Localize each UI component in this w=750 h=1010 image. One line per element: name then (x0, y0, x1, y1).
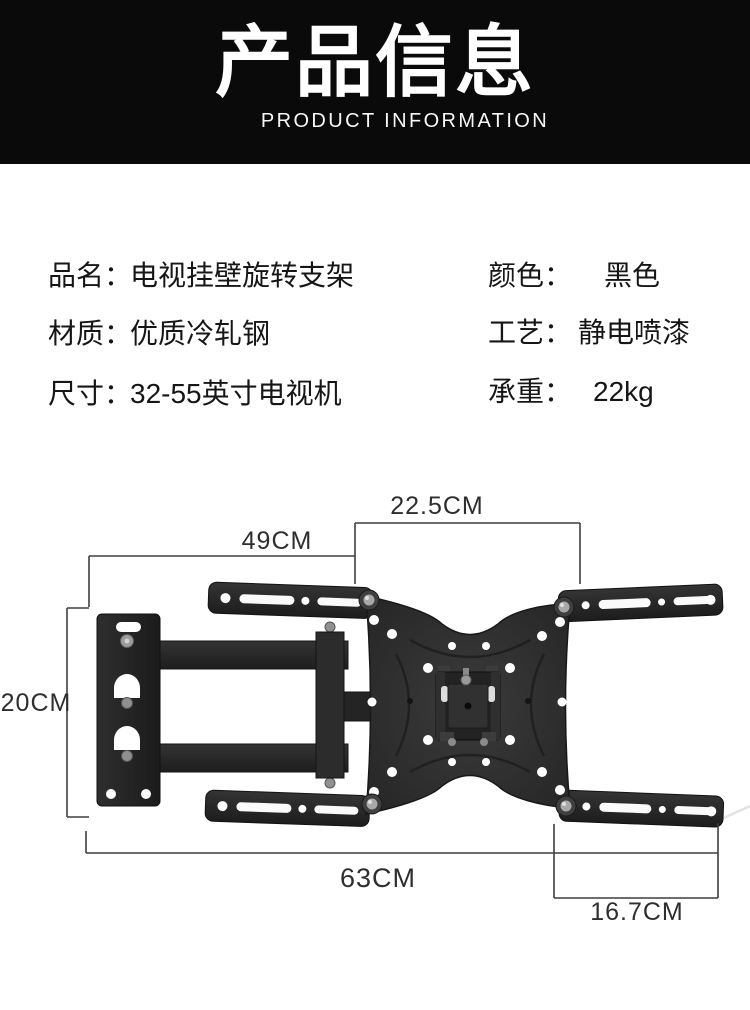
page-subtitle: PRODUCT INFORMATION (260, 109, 550, 132)
pivot-screw (358, 589, 380, 611)
spec-label: 材质： (48, 318, 133, 349)
tv-bracket-arm-upper-right (557, 583, 724, 623)
tilt-bracket (435, 666, 501, 746)
dim-line-arm-reach (88, 555, 355, 607)
arch-cutout (114, 674, 140, 698)
upper-arm-bar (127, 640, 349, 670)
arm-hole (581, 601, 590, 610)
arm-slot (239, 594, 295, 605)
wall-plate (96, 613, 161, 807)
spec-label: 品名： (48, 260, 133, 291)
arm-hole (217, 801, 228, 812)
screw (121, 697, 133, 709)
spec-row-size: 尺寸：32-55英寸电视机 (48, 377, 342, 411)
spec-value: 22kg (593, 376, 654, 407)
tv-mount-illustration (96, 581, 750, 828)
spec-value: 静电喷漆 (578, 317, 691, 348)
articulating-arm (127, 621, 387, 789)
arm-hole (301, 596, 310, 605)
tv-bracket-arm-lower-left (204, 789, 371, 827)
dimension-lines (66, 522, 719, 899)
arm-hole (658, 805, 666, 813)
dim-line-plate-height (66, 607, 89, 818)
tv-bracket-arm-upper-left (207, 581, 374, 619)
keyhole-slot (116, 622, 141, 632)
bracket-flange (436, 672, 445, 740)
arm-hole (298, 804, 307, 813)
screw (460, 674, 472, 686)
dim-label-arm-reach: 49CM (242, 527, 313, 555)
link-bar (315, 631, 345, 779)
spec-row-load: 承重： 22kg (488, 375, 654, 409)
product-diagram: 22.5CM 49CM 20CM 63CM 16.7CM (1, 492, 750, 926)
spec-value: 电视挂壁旋转支架 (130, 260, 355, 291)
spec-value: 黑色 (604, 260, 661, 291)
screw (480, 738, 488, 746)
dim-label-total-width: 63CM (340, 863, 416, 893)
arm-hole (706, 806, 717, 817)
screw (324, 621, 336, 633)
spec-label: 工艺： (488, 317, 573, 348)
bracket-flange (491, 672, 500, 740)
arm-slot (317, 597, 362, 607)
spec-label: 尺寸： (48, 378, 133, 409)
page-title: 产品信息 (214, 18, 535, 106)
tv-bracket-arm-lower-right (558, 789, 725, 828)
bracket-slot (441, 686, 448, 702)
dim-label-top-plate-width: 22.5CM (390, 492, 484, 520)
clip (440, 732, 454, 741)
arm-slot (674, 806, 715, 816)
arm-slot (598, 598, 651, 610)
bracket-slot (488, 686, 495, 702)
pivot-screw (553, 596, 575, 618)
header-banner: 产品信息 PRODUCT INFORMATION (0, 0, 750, 164)
pivot-screws (358, 589, 577, 817)
spec-row-product-name: 品名：电视挂壁旋转支架 (48, 259, 354, 293)
screw (121, 750, 133, 762)
pivot-screw (555, 795, 577, 817)
spec-row-color: 颜色： 黑色 (488, 259, 660, 293)
arm-slot (599, 802, 652, 814)
spec-value: 32-55英寸电视机 (130, 378, 342, 409)
spec-label: 承重： (488, 376, 573, 407)
spec-row-material: 材质：优质冷轧钢 (48, 317, 270, 351)
screw (324, 777, 336, 789)
small-hole (525, 698, 531, 704)
arm-slot (236, 802, 292, 813)
screw (448, 738, 456, 746)
pivot-screw (361, 793, 383, 815)
vesa-plate (358, 589, 577, 817)
arm-hole (658, 598, 666, 606)
clip (486, 666, 498, 676)
mounting-hole (106, 789, 116, 799)
arm-hole (705, 594, 716, 605)
dim-line-end-bracket-width (553, 823, 719, 899)
vesa-hole-pattern (367, 615, 567, 797)
dim-label-plate-height: 20CM (1, 689, 72, 717)
clip (438, 666, 450, 676)
wall-plate-body (96, 613, 161, 807)
small-hole (407, 698, 413, 704)
arch-cutout (114, 726, 140, 750)
screw-cap (124, 638, 130, 644)
screw-stem (463, 668, 469, 677)
dim-line-top-plate-width (354, 522, 581, 584)
spec-value: 优质冷轧钢 (130, 318, 271, 349)
spec-label: 颜色： (488, 260, 573, 291)
center-hole (464, 702, 472, 710)
lower-arm-bar (127, 743, 349, 773)
mounting-hole (141, 789, 151, 799)
arm-slot (673, 595, 714, 606)
clip (482, 732, 496, 741)
dim-line-total-width (85, 831, 718, 854)
arm-hole (220, 593, 231, 604)
arm-slot (314, 805, 359, 815)
plate-embossing (394, 638, 546, 774)
spec-row-finish: 工艺：静电喷漆 (488, 316, 690, 350)
dimension-labels: 22.5CM 49CM 20CM 63CM 16.7CM (1, 492, 684, 926)
arm-hole (582, 802, 591, 811)
dim-label-end-bracket-width: 16.7CM (590, 898, 684, 926)
